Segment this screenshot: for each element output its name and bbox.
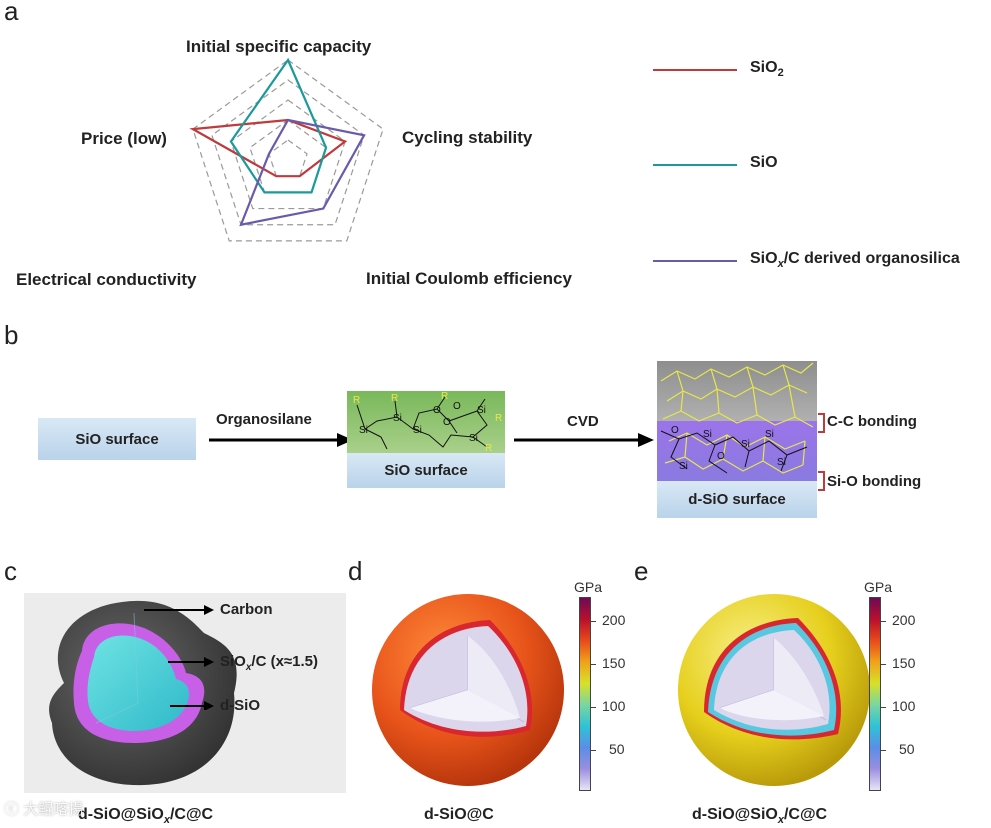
particle-illustration [24, 593, 346, 793]
colorbar-e [869, 597, 881, 791]
svg-text:O: O [433, 405, 441, 416]
arrow-organosilane [209, 433, 353, 447]
axis-label-conductivity: Electrical conductivity [16, 270, 197, 289]
legend-line-sio2 [653, 69, 737, 71]
svg-text:Si: Si [469, 433, 478, 444]
colorbar-e-tick: 150 [892, 655, 916, 671]
radar-chart [189, 57, 384, 242]
legend-line-siox [653, 260, 737, 262]
colorbar-e-tick: 100 [892, 698, 916, 714]
legend-label-siox: SiOx/C derived organosilica [750, 250, 960, 271]
siox-layer [657, 421, 817, 481]
svg-text:Si: Si [477, 405, 486, 416]
colorbar-d-ticks: 200 150 100 50 [591, 597, 651, 791]
svg-text:Si: Si [413, 425, 422, 436]
panel-b-letter: b [4, 320, 19, 350]
particle-svg [49, 600, 237, 786]
radar-series-2 [239, 118, 366, 227]
caption-e: d-SiO@SiOx/C@C [692, 806, 828, 827]
sio-surface-label-1: SiO surface [75, 430, 159, 448]
axis-label-price: Price (low) [81, 129, 167, 148]
panel-d-letter: d [348, 556, 363, 586]
arrow1-label: Organosilane [216, 411, 312, 428]
arrow2-label: CVD [567, 413, 599, 430]
colorbar-d-unit: GPa [574, 579, 603, 595]
colorbar-d-tick: 100 [602, 698, 626, 714]
sio-surface-box-1: SiO surface [38, 418, 196, 460]
d-sio-surface-label: d-SiO surface [688, 491, 786, 508]
legend-label-sio2: SiO2 [750, 59, 784, 80]
svg-text:R: R [353, 395, 360, 406]
legend-line-sio [653, 164, 737, 166]
panel-a-letter: a [4, 0, 19, 26]
svg-text:O: O [443, 417, 451, 428]
svg-text:Si: Si [741, 439, 750, 450]
label-carbon: Carbon [220, 601, 273, 618]
colorbar-e-tick: 50 [899, 741, 915, 757]
sio-bonding-label: Si-O bonding [827, 473, 922, 490]
svg-text:R: R [391, 393, 398, 404]
sio-surface-band-2 [347, 453, 505, 488]
svg-text:O: O [671, 425, 679, 436]
organosilane-network: Si Si Si O O O Si Si R R R R R [353, 391, 502, 453]
caption-d: d-SiO@C [424, 806, 494, 823]
svg-text:Si: Si [765, 429, 774, 440]
svg-text:R: R [441, 391, 448, 402]
bond-brackets [818, 413, 825, 491]
svg-text:Si: Si [777, 457, 786, 468]
colorbar-d-tick: 200 [602, 612, 626, 628]
axis-label-coulomb: Initial Coulomb efficiency [366, 269, 572, 288]
carbon-siox-network: O Si Si Si O Si Si [660, 362, 814, 474]
svg-text:R: R [495, 413, 502, 424]
colorbar-d [579, 597, 591, 791]
radar-series-1 [229, 57, 328, 194]
svg-text:Si: Si [679, 461, 688, 472]
svg-text:O: O [717, 451, 725, 462]
sio-surface-label-2: SiO surface [384, 462, 468, 479]
colorbar-d-tick: 50 [609, 741, 625, 757]
radar-series-0 [189, 118, 348, 178]
watermark: ⓒ 大鲲喀揚 [4, 801, 84, 818]
panel-c-letter: c [4, 556, 17, 586]
radar-grid-ring [192, 59, 384, 242]
colorbar-d-tick: 150 [602, 655, 626, 671]
svg-text:Si: Si [703, 429, 712, 440]
label-core: d-SiO [220, 697, 260, 714]
organosilane-layer [347, 391, 505, 453]
watermark-logo-icon: ⓒ [4, 801, 20, 818]
svg-text:Si: Si [359, 425, 368, 436]
axis-label-cycling: Cycling stability [402, 128, 533, 147]
sphere-e [678, 594, 870, 786]
legend-label-sio: SiO [750, 154, 778, 171]
panel-c-pointers [144, 605, 214, 710]
caption-c: d-SiO@SiOx/C@C [78, 806, 214, 827]
arrow-cvd [514, 433, 654, 447]
sphere-d [372, 594, 564, 786]
colorbar-e-tick: 200 [892, 612, 916, 628]
d-sio-band [657, 481, 817, 518]
panel-e-letter: e [634, 556, 649, 586]
colorbar-e-ticks: 200 150 100 50 [881, 597, 941, 791]
label-siox: SiOx/C (x≈1.5) [220, 653, 318, 673]
cc-bonding-label: C-C bonding [827, 413, 917, 430]
radar-grid-ring [249, 119, 327, 193]
radar-grid-ring [230, 99, 346, 210]
svg-text:R: R [485, 443, 492, 453]
legend: SiO2 SiO SiOx/C derived organosilica [650, 55, 990, 285]
organosilane-layer-box: Si Si Si O O O Si Si R R R R R SiO surfa… [347, 391, 505, 488]
d-sio-surface-box: O Si Si Si O Si Si d-SiO surface [657, 361, 817, 518]
axis-label-capacity: Initial specific capacity [186, 37, 372, 56]
colorbar-e-unit: GPa [864, 579, 893, 595]
svg-text:Si: Si [393, 413, 402, 424]
svg-text:O: O [453, 401, 461, 412]
